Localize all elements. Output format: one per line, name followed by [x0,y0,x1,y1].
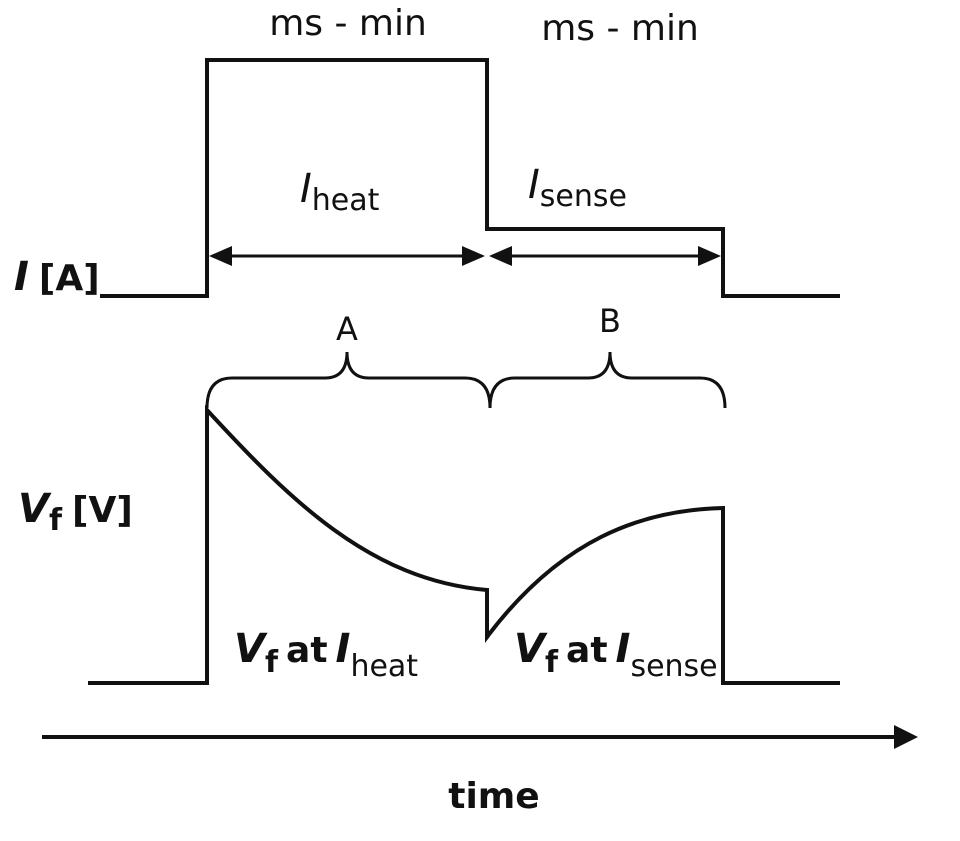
vf-heat-i-subscript: heat [350,649,418,684]
i-sense-label: Isense [528,162,627,214]
heat-duration-label: ms - min [269,3,427,44]
heat-duration-arrow [209,246,485,266]
i-sense-subscript: sense [540,179,627,214]
vf-sense-i-subscript: sense [630,649,717,684]
current-axis-label: I[A] [14,254,100,300]
voltage-axis-label: Vf [V] [18,486,133,538]
phase-b-brace [488,351,727,409]
current-axis-unit: [A] [39,258,100,299]
vf-sense-at-word: at [566,630,608,671]
i-heat-label: Iheat [300,166,380,218]
voltage-axis-unit: [V] [72,490,133,531]
sense-duration-label: ms - min [541,8,699,49]
i-heat-subscript: heat [312,183,380,218]
phase-a-label: A [336,310,358,348]
phase-a-brace [205,351,492,409]
sense-duration-arrow [489,246,721,266]
voltage-axis-symbol: V [18,486,52,532]
vf-sense-v-symbol: V [514,626,548,672]
current-axis-symbol: I [14,254,29,300]
time-axis-arrowhead [894,725,918,749]
voltage-waveform [88,404,840,685]
vf-sense-f-subscript: f [545,645,559,680]
current-waveform [100,58,840,298]
vf-heat-v-symbol: V [234,626,268,672]
i-heat-symbol: I [300,166,312,212]
vf-heat-f-subscript: f [265,645,279,680]
vf-heat-at-word: at [286,630,328,671]
time-axis-label: time [448,776,539,817]
vf-sense-i-symbol: I [616,626,631,672]
i-sense-symbol: I [528,162,540,208]
voltage-axis-subscript: f [49,503,63,538]
phase-b-label: B [599,302,621,340]
vf-heat-i-symbol: I [336,626,351,672]
